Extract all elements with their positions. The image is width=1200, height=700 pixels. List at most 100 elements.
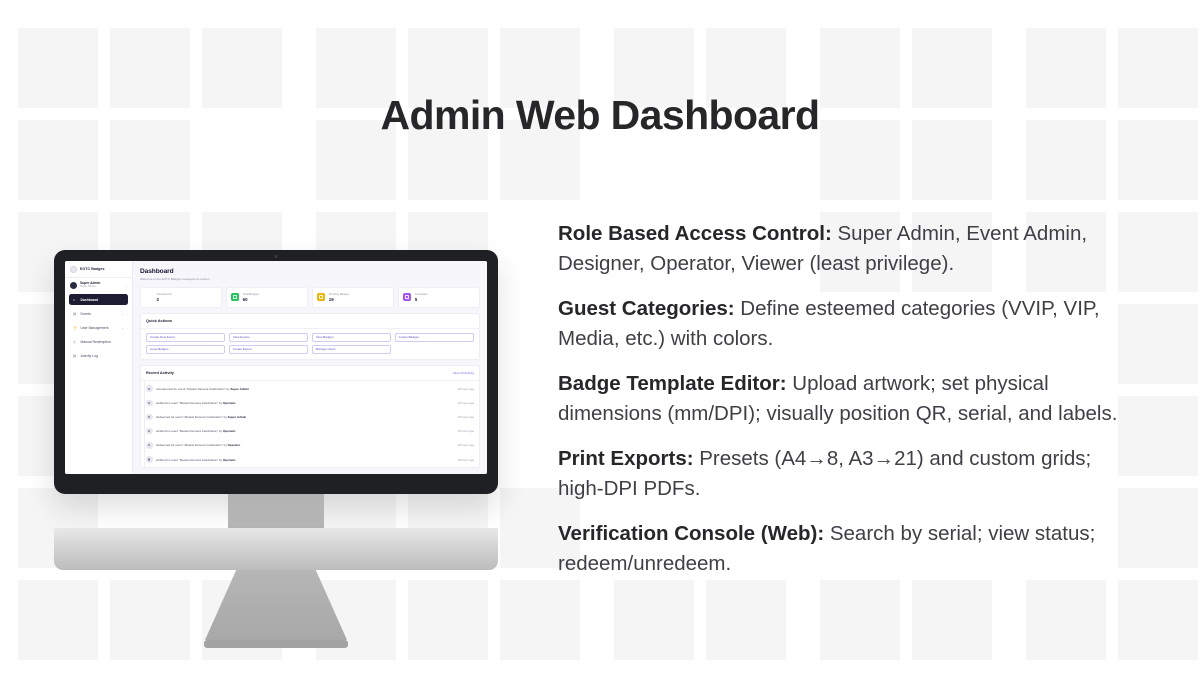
activity-timeline-rail [144, 380, 145, 467]
feature-term: Guest Categories: [558, 297, 735, 320]
stat-label: Templates [414, 292, 428, 296]
monitor-bezel: EOTC Badges Super Admin Super Admin ⋮ ⌂D… [54, 250, 498, 494]
app-sidebar: EOTC Badges Super Admin Super Admin ⋮ ⌂D… [65, 261, 133, 474]
quick-actions-header: Quick Actions [141, 314, 479, 329]
sidebar-item-events[interactable]: ▤Events⌄ [69, 308, 128, 319]
chevron-down-icon: ⌄ [121, 325, 124, 330]
chevron-down-icon: ⋮ [125, 284, 128, 288]
sidebar-item-user-management[interactable]: ⚡User Management⌄ [69, 322, 128, 333]
quick-action-button[interactable]: View Badges [311, 333, 392, 342]
activity-actor: Operator [223, 429, 236, 434]
document-icon: ▤ [73, 353, 77, 358]
ticket-icon: ◎ [73, 339, 77, 344]
feature-item: Verification Console (Web): Search by se… [558, 519, 1128, 578]
chevron-down-icon: ⌄ [121, 311, 124, 316]
clock-icon [317, 293, 326, 301]
activity-row: Verified for event "Meskel Demera Celebr… [146, 424, 474, 438]
activity-action: Redeemed for event "Meskel Demera Celebr… [155, 414, 228, 419]
view-all-activity-link[interactable]: View All Activity [452, 370, 474, 375]
feature-description: Search by serial; view status; redeem/un… [558, 522, 1096, 575]
stat-icon-glyph [233, 295, 238, 299]
activity-actor: Operator [223, 400, 236, 405]
quick-action-button[interactable]: Manage Users [311, 345, 392, 354]
calendar-icon: ▤ [73, 311, 77, 316]
monitor-neck [228, 494, 324, 530]
brand-logo-icon [70, 265, 77, 273]
dashboard-subtitle: Welcome to the EOTC Badges management sy… [140, 276, 210, 281]
feature-item: Print Exports: Presets (A4→8, A3→21) and… [558, 444, 1128, 503]
layout-icon [403, 293, 412, 301]
recent-activity-title: Recent Activity [146, 370, 174, 375]
badge-icon [231, 293, 240, 301]
feature-description: Presets (A4→8, A3→21) and custom grids; … [558, 447, 1092, 500]
brand-name: EOTC Badges [80, 267, 105, 271]
background-grid-cell [1118, 488, 1198, 568]
profile-role: Super Admin [80, 285, 96, 289]
quick-actions-title: Quick Actions [146, 318, 173, 323]
sidebar-item-manual-redemption[interactable]: ◎Manual Redemption [69, 336, 128, 347]
stat-value: 2 [156, 297, 159, 302]
background-grid-cell [912, 580, 992, 660]
monitor-foot [204, 640, 348, 648]
monitor-screen: EOTC Badges Super Admin Super Admin ⋮ ⌂D… [65, 261, 487, 474]
activity-timestamp: 18 hours ago [457, 443, 474, 448]
brand: EOTC Badges [65, 261, 132, 278]
recent-activity-header: Recent Activity View All Activity [141, 366, 479, 381]
activity-text: Verified for event "Meskel Demera Celebr… [156, 401, 455, 405]
background-grid-cell [706, 580, 786, 660]
quick-action-button[interactable]: Issue Badges [146, 345, 226, 354]
activity-avatar-icon [146, 442, 153, 449]
activity-text: Redeemed for event "Meskel Demera Celebr… [156, 415, 455, 419]
feature-description: Upload artwork; set physical dimensions … [558, 372, 1118, 425]
activity-timestamp: 18 hours ago [457, 386, 474, 391]
activity-text: Verified for event "Meskel Demera Celebr… [156, 458, 455, 462]
quick-action-button[interactable]: View Events [228, 333, 309, 342]
stat-value: 60 [242, 297, 248, 302]
feature-term: Role Based Access Control: [558, 222, 832, 245]
stat-label: Pending Badges [328, 292, 350, 296]
activity-actor: Super Admin [227, 414, 247, 419]
sidebar-item-activity-log[interactable]: ▤Activity Log [69, 350, 128, 361]
feature-item: Role Based Access Control: Super Admin, … [558, 219, 1128, 278]
profile-switcher[interactable]: Super Admin Super Admin ⋮ [65, 278, 132, 293]
dashboard-heading: Dashboard [140, 268, 174, 275]
activity-avatar-icon [146, 427, 153, 435]
activity-avatar-icon [146, 399, 153, 407]
background-grid-cell [1118, 580, 1198, 660]
activity-timestamp: 18 hours ago [457, 429, 474, 434]
avatar [70, 282, 77, 289]
activity-actor: Operator [223, 457, 236, 462]
activity-actor: Operator [227, 443, 241, 448]
feature-term: Print Exports: [558, 447, 694, 470]
sidebar-item-dashboard[interactable]: ⌂Dashboard [69, 294, 128, 305]
webcam-icon [274, 255, 278, 258]
quick-action-button[interactable]: Create Badges [394, 333, 474, 342]
activity-timestamp: 18 hours ago [457, 414, 474, 419]
activity-actor: Super Admin [230, 386, 249, 391]
stat-icon-glyph [319, 295, 324, 299]
stat-value: 19 [328, 297, 334, 302]
quick-action-button[interactable]: Create Export [228, 345, 309, 354]
monitor-stand [205, 570, 347, 640]
background-grid-cell [500, 580, 580, 660]
stat-label: Total Events [156, 292, 172, 296]
activity-list: Unredeemed for event "Meskel Demera Cele… [141, 380, 479, 467]
feature-term: Badge Template Editor: [558, 372, 787, 395]
activity-action: Verified for event "Meskel Demera Celebr… [155, 457, 223, 462]
sidebar-item-label: Activity Log [80, 353, 98, 358]
stat-icon-glyph [405, 295, 410, 299]
quick-action-button[interactable]: Create New Event [146, 333, 226, 342]
background-grid-cell [820, 580, 900, 660]
feature-term: Verification Console (Web): [558, 522, 825, 545]
feature-description: Define esteemed categories (VVIP, VIP, M… [558, 297, 1100, 350]
users-icon: ⚡ [73, 325, 78, 330]
recent-activity-panel: Recent Activity View All Activity Unrede… [140, 364, 480, 468]
stat-label: Total Badges [242, 292, 259, 296]
activity-action: Unredeemed for event "Meskel Demera Cele… [155, 386, 231, 391]
activity-avatar-icon [146, 456, 153, 463]
